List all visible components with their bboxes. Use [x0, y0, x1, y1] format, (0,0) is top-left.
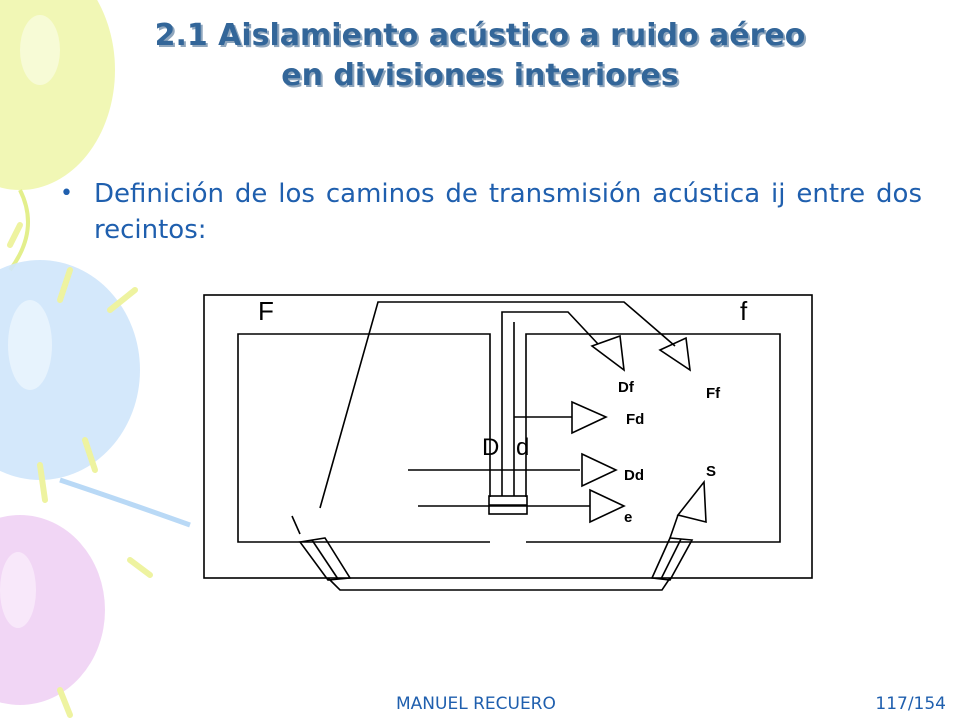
slide-title: 2.1 Aislamiento acústico a ruido aéreo e… — [0, 16, 960, 96]
bullet-marker: • — [60, 181, 73, 206]
blue-balloon-highlight — [8, 300, 52, 390]
page-number: 117/154 — [875, 694, 946, 714]
label-S: S — [706, 463, 716, 480]
label-d: d — [516, 434, 529, 461]
arrow-S — [676, 479, 707, 524]
yellow-balloon-highlight — [20, 15, 60, 85]
arrow-Dd — [581, 452, 618, 488]
right-room-outline — [525, 333, 781, 543]
pink-balloon-highlight — [0, 552, 36, 628]
title-line-2: en divisiones interiores — [281, 58, 679, 93]
label-Fd: Fd — [626, 411, 644, 428]
arrow-Fd — [571, 400, 608, 435]
path-S-line — [291, 515, 301, 535]
label-Dd: Dd — [624, 467, 644, 484]
label-D: D — [482, 434, 499, 461]
left-room-outline — [237, 333, 491, 543]
label-Ff: Ff — [706, 385, 721, 402]
path-Ff-line — [319, 301, 676, 509]
outer-frame — [203, 294, 813, 579]
right-floor-joint — [650, 537, 694, 581]
arrow-e — [589, 488, 626, 524]
sparkle-rays — [7, 222, 153, 718]
label-e: e — [624, 509, 632, 526]
label-Df: Df — [618, 379, 635, 396]
floor-slab — [327, 577, 671, 591]
footer-author: MANUEL RECUERO — [396, 694, 556, 714]
path-Df-line — [501, 311, 599, 458]
label-f: f — [740, 296, 748, 326]
transmission-paths-diagram: F f D d Df Ff Fd Dd S e — [203, 294, 813, 591]
left-floor-joint — [298, 537, 352, 581]
label-F: F — [258, 296, 274, 326]
blue-balloon-string — [59, 477, 191, 528]
bullet-item: • Definición de los caminos de transmisi… — [60, 176, 922, 248]
bullet-text: Definición de los caminos de transmisión… — [94, 179, 922, 245]
path-Fd-line — [513, 322, 572, 458]
title-line-1: 2.1 Aislamiento acústico a ruido aéreo — [154, 18, 806, 53]
arrow-Df — [590, 334, 626, 372]
arrow-Ff — [658, 336, 692, 372]
yellow-balloon-string — [8, 189, 30, 272]
